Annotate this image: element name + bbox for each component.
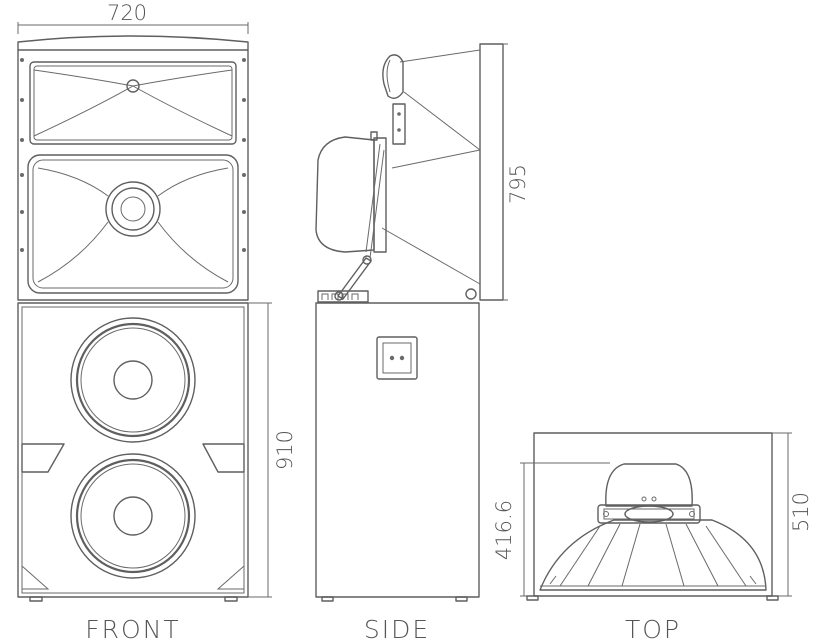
- front-view: 720: [17, 1, 297, 643]
- bottom-height-label: 910: [273, 430, 297, 470]
- top-depth-label: 510: [789, 492, 813, 532]
- woofer-upper: [70, 317, 196, 443]
- front-foot-left: [29, 596, 43, 602]
- mounting-bracket: [392, 103, 406, 145]
- mf-driver-outer: [105, 181, 161, 237]
- top-view-outline: [533, 432, 773, 597]
- front-screw-dots: [20, 58, 246, 252]
- woofer-top-frame: [597, 504, 701, 524]
- top-height-label: 795: [506, 164, 530, 204]
- hf-driver-throat: [126, 79, 140, 93]
- driver-depth-label: 416.6: [492, 500, 516, 560]
- connector-socket-left: [389, 355, 395, 361]
- woofer-lower: [70, 453, 196, 579]
- front-view-caption: FRONT: [85, 615, 180, 643]
- mf-driver-side: [315, 136, 375, 253]
- front-width-label: 720: [107, 1, 147, 25]
- port-vent-left: [21, 443, 65, 473]
- rear-rigging-point: [465, 288, 477, 300]
- connector-socket-right: [399, 355, 405, 361]
- rigging-rail: [317, 290, 369, 303]
- top-view: 510 416.6 TOP: [492, 432, 813, 643]
- woofer-lower-dustcap: [113, 496, 153, 536]
- woofer-top-basket: [539, 519, 767, 591]
- bottom-cabinet-outline: [17, 302, 249, 598]
- top-view-caption: TOP: [625, 615, 681, 643]
- side-top-back-panel: [479, 43, 504, 301]
- side-cabinet-outline: [315, 302, 480, 598]
- woofer-upper-dustcap: [113, 360, 153, 400]
- port-vent-right: [202, 443, 245, 473]
- side-view: 795 SIDE: [315, 43, 530, 643]
- mf-driver-center: [120, 196, 146, 222]
- front-foot-right: [224, 596, 238, 602]
- top-cabinet-outline: [17, 35, 249, 301]
- side-view-caption: SIDE: [364, 615, 430, 643]
- hf-horn-frame: [29, 61, 237, 145]
- hf-driver-side: [382, 54, 404, 99]
- woofer-top-magnet: [605, 463, 693, 507]
- connector-panel: [376, 336, 418, 380]
- mf-horn-frame: [27, 154, 239, 294]
